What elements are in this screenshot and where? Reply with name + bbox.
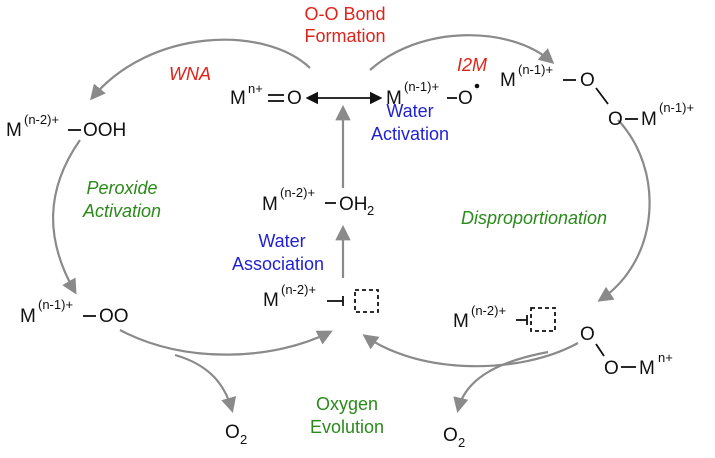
label-i2m: I2M <box>457 55 487 75</box>
product-o2-right: O 2 <box>443 425 465 450</box>
arrow-to-vacant-right <box>362 334 579 368</box>
hydroperoxo-ligand: OOH <box>83 120 126 141</box>
label-water-association-line1: Water <box>258 231 305 251</box>
species-metal-oxo: M n+ O <box>230 81 302 109</box>
vacant-site-box <box>354 289 379 313</box>
oxyl-ligand: O <box>458 88 473 109</box>
metal-charge: (n-2)+ <box>24 112 59 127</box>
arrow-o2-release-left <box>174 353 237 413</box>
label-disproportionation: Disproportionation <box>461 208 607 228</box>
metal-charge-right: (n-1)+ <box>659 100 694 115</box>
oxo-ligand: O <box>287 88 302 109</box>
arrow-disproportionation <box>597 119 651 302</box>
arrow-i2m <box>369 34 555 71</box>
metal-charge: n+ <box>248 81 263 96</box>
label-water-association-line2: Association <box>232 254 324 274</box>
label-oxygen-evolution-line2: Evolution <box>310 417 384 437</box>
arrow-peroxide-activation <box>52 139 81 295</box>
label-water-activation-line2: Activation <box>371 124 449 144</box>
arrow-wna <box>90 38 311 101</box>
species-metal-superoxo: M (n-1)+ OO <box>20 297 129 327</box>
metal-charge: (n-1)+ <box>38 297 73 312</box>
species-end-on-peroxo: O O M n+ <box>580 324 673 379</box>
aqua-ligand: OH <box>339 194 368 215</box>
label-oo-bond-formation-line1: O-O Bond <box>304 4 385 24</box>
metal-symbol: M <box>386 88 402 109</box>
metal-charge: n+ <box>658 350 673 365</box>
metal-symbol: M <box>453 311 469 332</box>
species-metal-hydroperoxo: M (n-2)+ OOH <box>6 112 126 141</box>
dioxygen-symbol: O <box>225 422 240 443</box>
metal-charge-left: (n-1)+ <box>518 62 553 77</box>
metal-charge: (n-1)+ <box>404 79 439 94</box>
metal-symbol: M <box>263 290 279 311</box>
aqua-subscript: 2 <box>367 203 374 218</box>
label-peroxide-activation-line1: Peroxide <box>86 178 157 198</box>
metal-charge: (n-2)+ <box>281 282 316 297</box>
label-wna: WNA <box>169 64 211 84</box>
peroxo-o2: O <box>608 109 623 130</box>
oxygen-2: O <box>604 358 619 379</box>
metal-charge: (n-2)+ <box>280 185 315 200</box>
metal-symbol: M <box>6 120 22 141</box>
metal-symbol: M <box>262 194 278 215</box>
superoxo-ligand: OO <box>99 306 129 327</box>
label-oo-bond-formation-line2: Formation <box>304 26 385 46</box>
metal-symbol-right: M <box>641 109 657 130</box>
dioxygen-symbol: O <box>443 425 458 446</box>
metal-symbol: M <box>230 88 246 109</box>
peroxo-o1: O <box>580 70 595 91</box>
arrow-to-vacant-left <box>119 329 333 356</box>
oxygen-1: O <box>580 324 595 345</box>
label-peroxide-activation-line2: Activation <box>82 201 161 221</box>
product-o2-left: O 2 <box>225 422 247 447</box>
metal-symbol: M <box>20 306 36 327</box>
species-metal-aqua: M (n-2)+ OH 2 <box>262 185 374 218</box>
dioxygen-subscript: 2 <box>458 435 465 450</box>
metal-charge: (n-2)+ <box>471 303 506 318</box>
label-oxygen-evolution-line1: Oxygen <box>316 394 378 414</box>
dioxygen-subscript: 2 <box>240 432 247 447</box>
species-bridging-peroxo: M (n-1)+ O O M (n-1)+ <box>500 62 694 130</box>
metal-symbol-left: M <box>500 70 516 91</box>
vacant-site-box <box>530 307 556 332</box>
label-water-activation-line1: Water <box>386 101 433 121</box>
species-vacant-site-right: M (n-2)+ <box>453 303 556 332</box>
metal-symbol: M <box>639 358 655 379</box>
species-vacant-site-center: M (n-2)+ <box>263 282 379 313</box>
arrow-o2-release-right <box>453 350 549 413</box>
radical-dot <box>474 83 480 89</box>
species-metal-oxyl: M (n-1)+ O <box>386 79 480 109</box>
